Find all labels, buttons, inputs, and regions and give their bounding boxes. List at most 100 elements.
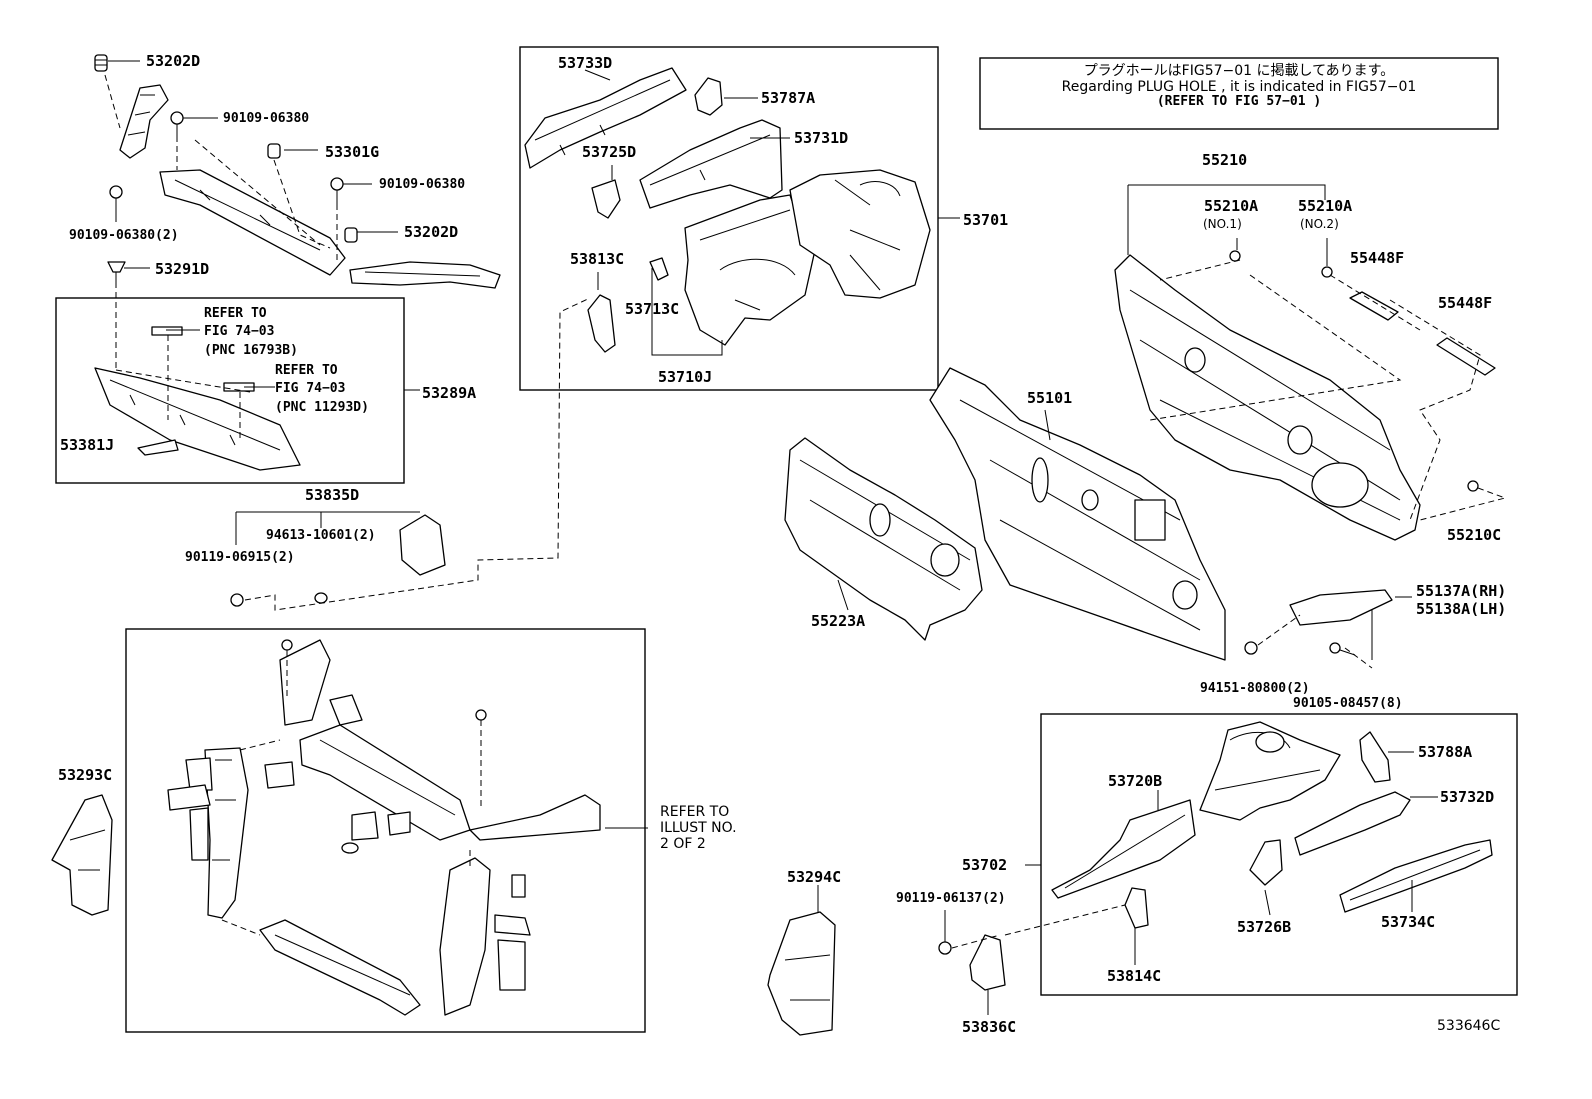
part-small-fasteners (1229, 250, 1479, 656)
part-53836C-bracket (938, 934, 1006, 991)
leader-lines-dash (837, 184, 1507, 669)
part-53814C-bracket (1124, 887, 1149, 929)
note-box (979, 57, 1499, 130)
leader-lines-front (221, 650, 648, 936)
part-label: 53202D (146, 52, 201, 70)
part-label: 53732D (1440, 788, 1495, 806)
leader-lines-top-left (104, 60, 591, 611)
part-53702-apron (1199, 721, 1341, 821)
part-sub-label: (NO.1) (1203, 217, 1242, 231)
part-sub-label: (NO.2) (1300, 217, 1339, 231)
part-label: 55448F (1350, 249, 1405, 267)
refer-note-line: FIG 74−03 (275, 381, 346, 396)
refer-note-line: REFER TO (275, 363, 338, 378)
part-53720B-rail (1051, 799, 1196, 899)
part-label: 53813C (570, 250, 625, 268)
refer-note-line: (PNC 11293D) (275, 400, 369, 415)
part-label: 53733D (558, 54, 613, 72)
part-55448F-pads (1349, 291, 1496, 376)
part-label: 53726B (1237, 918, 1292, 936)
part-55137A-bracket (1289, 589, 1393, 626)
part-53734C-rail (1339, 839, 1493, 913)
part-label: 55137A(RH) (1416, 582, 1507, 600)
refer-illust-line: 2 OF 2 (660, 836, 706, 853)
part-53202D-mid-clip (344, 227, 358, 243)
leader-lines-53701 (584, 69, 960, 356)
part-label: 53301G (325, 143, 380, 161)
part-label: 53725D (582, 143, 637, 161)
part-label: 53788A (1418, 743, 1473, 761)
part-label: 53294C (787, 868, 842, 886)
part-label: 53293C (58, 766, 113, 784)
part-53732D-rail (1294, 791, 1411, 856)
group-box-front-structure (125, 628, 646, 1033)
part-label: 55210A (1204, 197, 1259, 215)
part-label: 55101 (1027, 389, 1073, 407)
leader-lines-53702 (944, 751, 1438, 1015)
refer-note-line: (PNC 16793B) (204, 343, 298, 358)
drawing-id: 533646C (1437, 1018, 1501, 1034)
part-label: 53814C (1107, 967, 1162, 985)
part-53835D-bracket (230, 514, 446, 607)
part-label: 53202D (404, 223, 459, 241)
part-53381J-clip (137, 439, 179, 456)
part-label: 53836C (962, 1018, 1017, 1036)
part-label: 90109-06380(2) (69, 228, 179, 243)
part-label: 53734C (1381, 913, 1436, 931)
part-label: 53702 (962, 856, 1008, 874)
part-upper-bracket-right (349, 261, 501, 289)
part-label: 55448F (1438, 294, 1493, 312)
part-label: 53289A (422, 384, 477, 402)
part-53289A-cover (94, 326, 301, 471)
part-53291D-clip (107, 261, 126, 282)
part-label: 90105-08457(8) (1293, 696, 1403, 711)
refer-note-line: REFER TO (204, 306, 267, 321)
part-label: 90119-06137(2) (896, 891, 1006, 906)
part-53733D-rail (524, 67, 687, 169)
plug-hole-note: プラグホールはFIG57−01 に掲載してあります。 Regarding PLU… (980, 63, 1498, 110)
part-label: 94613-10601(2) (266, 528, 376, 543)
part-53787A-bracket (694, 77, 723, 116)
part-53731D-rail (639, 119, 783, 209)
part-label: 90109-06380 (223, 111, 310, 126)
part-label: 53701 (963, 211, 1009, 229)
refer-illust-line: ILLUST NO. (660, 820, 737, 837)
part-label: 55223A (811, 612, 866, 630)
part-label: 53787A (761, 89, 816, 107)
refer-illust-note: REFER TO ILLUST NO. 2 OF 2 (660, 804, 737, 852)
part-label: 53720B (1108, 772, 1163, 790)
part-53725D-bracket (591, 179, 621, 219)
refer-note-a: REFER TO (204, 307, 267, 320)
part-label: 55210 (1202, 151, 1248, 169)
part-label: 53381J (60, 436, 115, 454)
part-front-structure-group (167, 639, 601, 1016)
note-japanese: プラグホールはFIG57−01 に掲載してあります。 (1083, 63, 1395, 79)
part-53713C-bracket (649, 257, 669, 281)
part-53294C-panel (767, 911, 836, 1036)
part-53726B-bracket (1249, 839, 1283, 886)
part-label: 55210A (1298, 197, 1353, 215)
part-apron-large (684, 169, 931, 346)
part-label: 53710J (658, 368, 713, 386)
refer-illust-line: REFER TO (660, 804, 730, 820)
part-label: 55210C (1447, 526, 1502, 544)
note-reference: (REFER TO FIG 57−01 ) (1156, 94, 1322, 110)
part-radiator-support-upper (159, 169, 346, 276)
part-label: 90119-06915(2) (185, 550, 295, 565)
part-55101-dash-panel (929, 367, 1226, 661)
part-label: 55138A(LH) (1416, 600, 1507, 618)
note-english: Regarding PLUG HOLE , it is indicated in… (1061, 79, 1417, 96)
part-53788A-bracket (1359, 731, 1391, 783)
part-53293C-panel (51, 794, 113, 916)
part-label: 90109-06380 (379, 177, 466, 192)
part-label: 53291D (155, 260, 210, 278)
part-hood-lock-bracket (119, 84, 169, 159)
part-55210-insulator (1114, 254, 1421, 541)
part-label: 94151-80800(2) (1200, 681, 1310, 696)
part-label: 53731D (794, 129, 849, 147)
part-53301G-clip (267, 143, 281, 159)
refer-note-line: FIG 74−03 (204, 324, 275, 339)
part-53202D-top-clip (94, 54, 108, 72)
group-box-53702 (1040, 713, 1518, 996)
